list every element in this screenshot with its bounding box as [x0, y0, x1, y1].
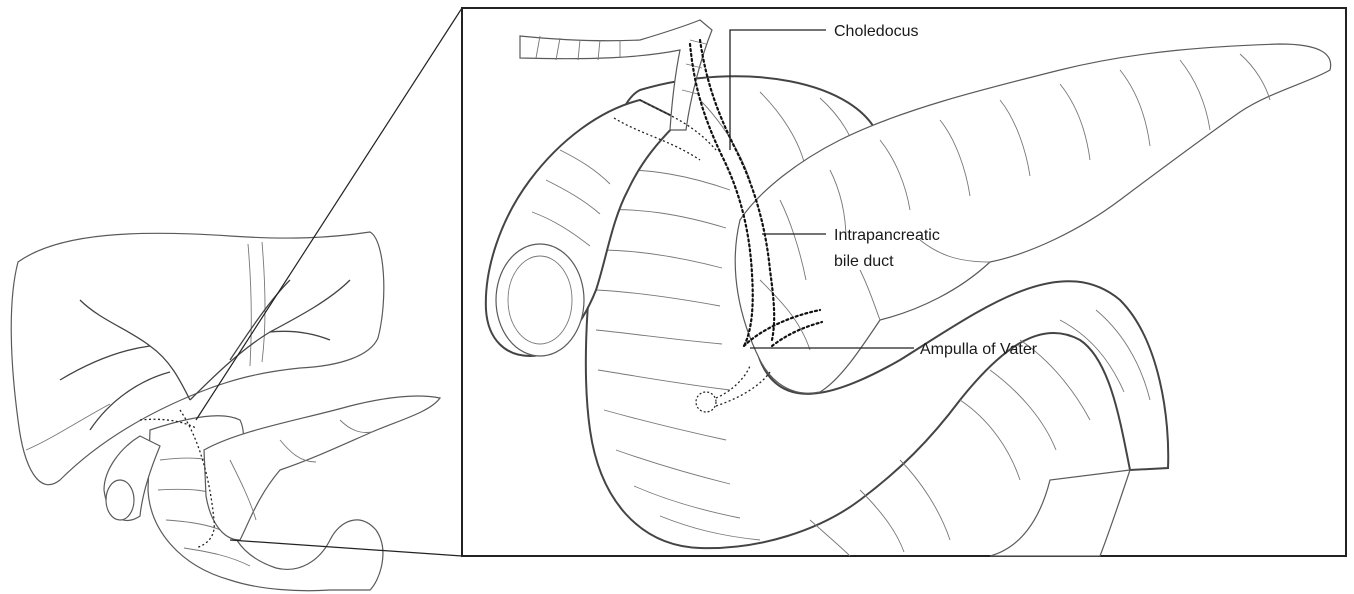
intrapancreatic-label-line1: Intrapancreatic: [834, 227, 940, 244]
ampulla-label: Ampulla of Vater: [920, 341, 1038, 358]
choledocus-label: Choledocus: [834, 23, 919, 40]
overview-illustration: [11, 232, 440, 591]
tube-opening: [496, 244, 584, 356]
pancreas-overview: [204, 396, 440, 540]
intrapancreatic-label-line2: bile duct: [834, 253, 894, 270]
